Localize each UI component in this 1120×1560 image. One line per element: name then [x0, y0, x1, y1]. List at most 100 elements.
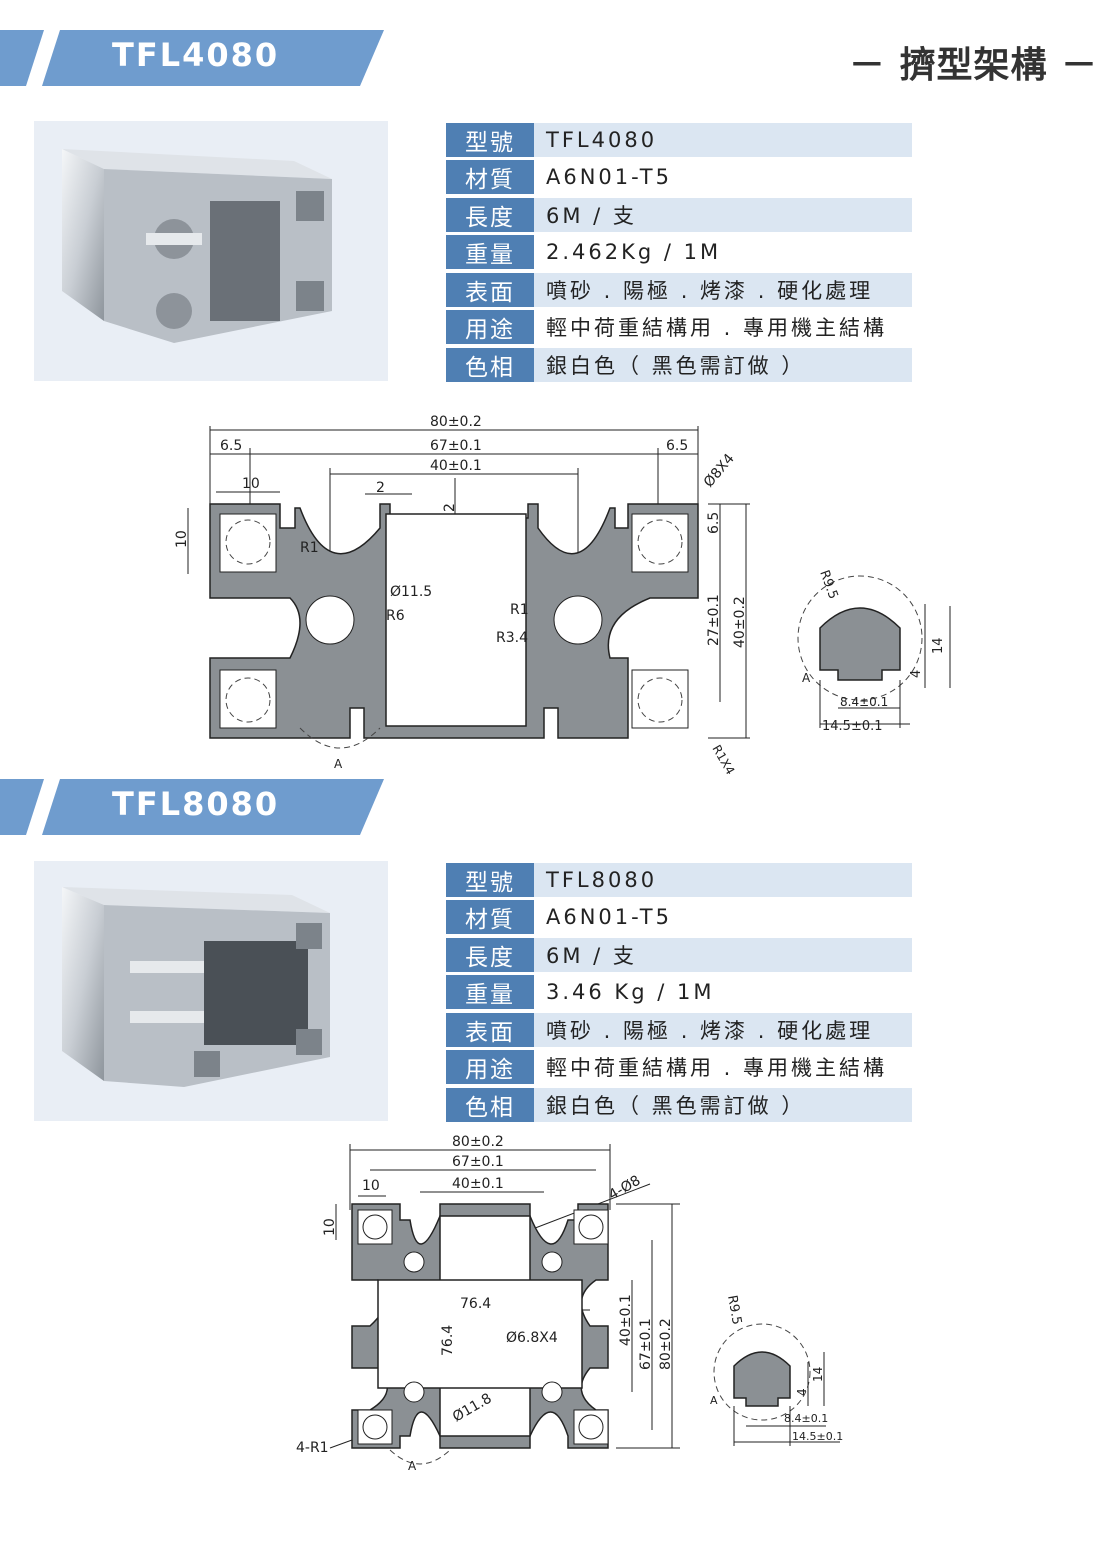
slot-dim-14: 14 [931, 637, 946, 654]
banner-stripe-shape [0, 779, 384, 835]
slot-dim-14: 14 [811, 1367, 825, 1382]
dim-6-5-right: 6.5 [666, 438, 688, 454]
dim-40: 40±0.1 [430, 458, 482, 474]
dim-67: 67±0.1 [452, 1154, 504, 1170]
dim-4-dia-8: 4-Ø8 [606, 1173, 643, 1204]
spec-row: 用途輕中荷重結構用 . 專用機主結構 [446, 309, 912, 347]
dim-dia-8: Ø8X4 [701, 451, 738, 491]
spec-row: 用途輕中荷重結構用 . 專用機主結構 [446, 1049, 912, 1087]
dim-dia-11-5: Ø11.5 [390, 584, 432, 600]
spec-row: 表面噴砂 . 陽極 . 烤漆 . 硬化處理 [446, 1011, 912, 1049]
dim-overall: 80±0.2 [430, 414, 482, 430]
spec-value: 銀白色（ 黑色需訂做 ） [534, 347, 912, 382]
spec-value: 6M / 支 [534, 197, 912, 232]
dim-10-vertical: 10 [174, 530, 190, 548]
slot-label-a: A [802, 671, 811, 685]
spec-row: 材質 A6N01-T5 [446, 899, 912, 937]
product-photo-2 [34, 861, 388, 1121]
slot-radius: R9.5 [724, 1294, 744, 1326]
dim-4-r1: 4-R1 [296, 1440, 329, 1456]
dim-76-4-horizontal: 76.4 [460, 1296, 491, 1312]
spec-value: 6M / 支 [534, 937, 912, 972]
spec-row: 材質 A6N01-T5 [446, 159, 912, 197]
dim-10-vertical: 10 [322, 1218, 338, 1236]
category-heading: － 擠型架構 － [848, 45, 1098, 86]
spec-key: 長度 [446, 197, 534, 232]
spec-key: 表面 [446, 272, 534, 307]
dim-overall: 80±0.2 [452, 1134, 504, 1150]
aluminum-profile-photo-icon [62, 887, 330, 1087]
spec-key: 材質 [446, 900, 534, 935]
dim-10: 10 [362, 1178, 380, 1194]
spec-key: 用途 [446, 310, 534, 345]
spec-row: 表面噴砂 . 陽極 . 烤漆 . 硬化處理 [446, 271, 912, 309]
spec-key: 表面 [446, 1012, 534, 1047]
dim-dia-6-8: Ø6.8X4 [506, 1330, 558, 1346]
spec-row: 重量 3.46 Kg / 1M [446, 974, 912, 1012]
dim-2-vertical: 2 [442, 503, 458, 512]
dim-67-vertical: 67±0.1 [638, 1318, 654, 1370]
slot-label-a: A [710, 1394, 718, 1407]
spec-key: 色相 [446, 347, 534, 382]
spec-value: 3.46 Kg / 1M [546, 980, 715, 1005]
slot-detail-drawing-1: R9.5 14 4 8.4±0.1 14.5±0.1 A [797, 568, 951, 734]
dim-80-vertical: 80±0.2 [658, 1318, 674, 1370]
dim-6-5-vertical: 6.5 [706, 512, 722, 534]
spec-key: 用途 [446, 1050, 534, 1085]
slot-dim-14-5: 14.5±0.1 [822, 719, 883, 734]
cross-section-drawing-1: 80±0.2 67±0.1 40±0.1 6.5 6.5 10 10 2 2 R… [174, 414, 750, 778]
dim-40-vertical: 40±0.1 [618, 1294, 634, 1346]
slot-dim-4: 4 [909, 670, 924, 678]
product-photo-1 [34, 121, 388, 381]
dim-r6: R6 [386, 608, 405, 624]
spec-value: TFL4080 [534, 122, 912, 157]
dim-r3-4: R3.4 [496, 630, 528, 646]
spec-value: 2.462Kg / 1M [546, 240, 722, 265]
spec-key: 型號 [446, 122, 534, 157]
spec-key: 重量 [446, 975, 534, 1010]
dim-67: 67±0.1 [430, 438, 482, 454]
spec-key: 長度 [446, 937, 534, 972]
spec-value: 銀白色（ 黑色需訂做 ） [534, 1087, 912, 1122]
spec-value: 輕中荷重結構用 . 專用機主結構 [546, 1056, 888, 1081]
label-a: A [334, 757, 343, 771]
spec-value: 噴砂 . 陽極 . 烤漆 . 硬化處理 [534, 1012, 912, 1047]
cross-section-drawing-2: 80±0.2 67±0.1 40±0.1 10 10 4-Ø8 76.4 76.… [296, 1134, 680, 1473]
dim-r1x4: R1X4 [709, 743, 737, 778]
spec-key: 色相 [446, 1087, 534, 1122]
spec-row: 重量 2.462Kg / 1M [446, 234, 912, 272]
banner-stripe-shape [0, 30, 384, 86]
aluminum-profile-photo-icon [62, 149, 332, 343]
dim-6-5-left: 6.5 [220, 438, 242, 454]
spec-value: 輕中荷重結構用 . 專用機主結構 [546, 316, 888, 341]
spec-row: 色相銀白色（ 黑色需訂做 ） [446, 1086, 912, 1124]
label-a: A [408, 1459, 417, 1473]
dim-40-vertical: 40±0.2 [732, 596, 748, 648]
product-title: TFL8080 [112, 785, 280, 823]
product-title: TFL4080 [112, 36, 280, 74]
spec-value: TFL8080 [534, 862, 912, 897]
product-banner-1: TFL4080 [0, 30, 390, 86]
spec-value: A6N01-T5 [546, 905, 672, 930]
spec-key: 材質 [446, 160, 534, 195]
slot-detail-drawing-2: R9.5 14 4 8.4±0.1 14.5±0.1 A [710, 1294, 843, 1446]
dim-76-4-vertical: 76.4 [440, 1325, 456, 1356]
spec-value: A6N01-T5 [546, 165, 672, 190]
dim-40: 40±0.1 [452, 1176, 504, 1192]
dim-27: 27±0.1 [706, 594, 722, 646]
spec-key: 重量 [446, 235, 534, 270]
dim-2: 2 [376, 480, 385, 496]
slot-dim-8-4: 8.4±0.1 [784, 1412, 828, 1425]
dim-r1: R1 [300, 540, 319, 556]
dim-r1-b: R1 [510, 602, 529, 618]
product-banner-2: TFL8080 [0, 779, 390, 835]
slot-dim-8-4: 8.4±0.1 [840, 695, 888, 709]
slot-dim-14-5: 14.5±0.1 [792, 1430, 843, 1443]
dim-10: 10 [242, 476, 260, 492]
